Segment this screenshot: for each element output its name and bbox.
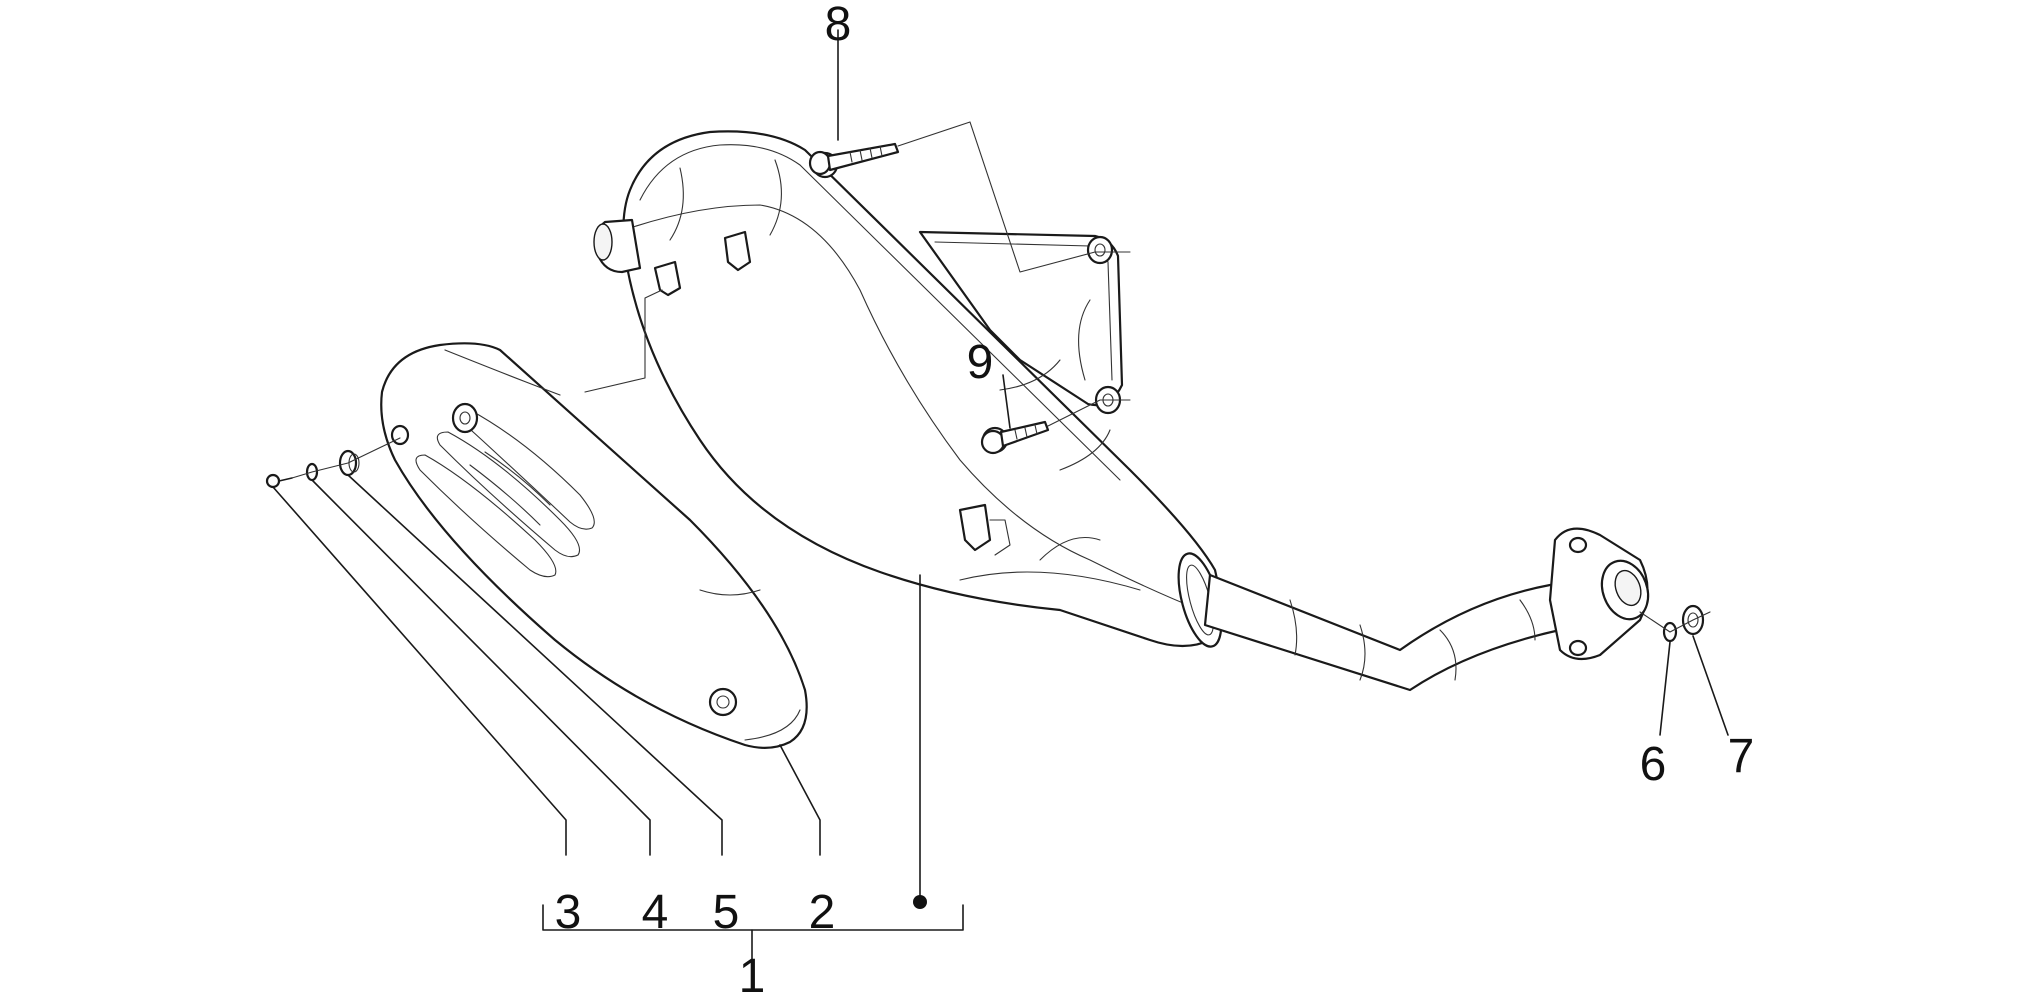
callout-7: 7 [1728,730,1755,783]
grommet-part-5 [338,449,360,477]
callout-8: 8 [825,0,852,51]
bolt-part-8 [808,142,900,176]
callout-2: 2 [809,886,836,939]
callout-1: 1 [739,950,766,996]
screw-part-3 [265,473,293,489]
callout-5: 5 [713,886,740,939]
leader-lines [272,29,1729,961]
callout-6: 6 [1640,738,1667,791]
callout-9: 9 [967,336,994,389]
bolt-part-9 [980,420,1050,455]
callout-3: 3 [555,886,582,939]
callout-4: 4 [642,886,669,939]
header-pipe [1203,527,1650,692]
